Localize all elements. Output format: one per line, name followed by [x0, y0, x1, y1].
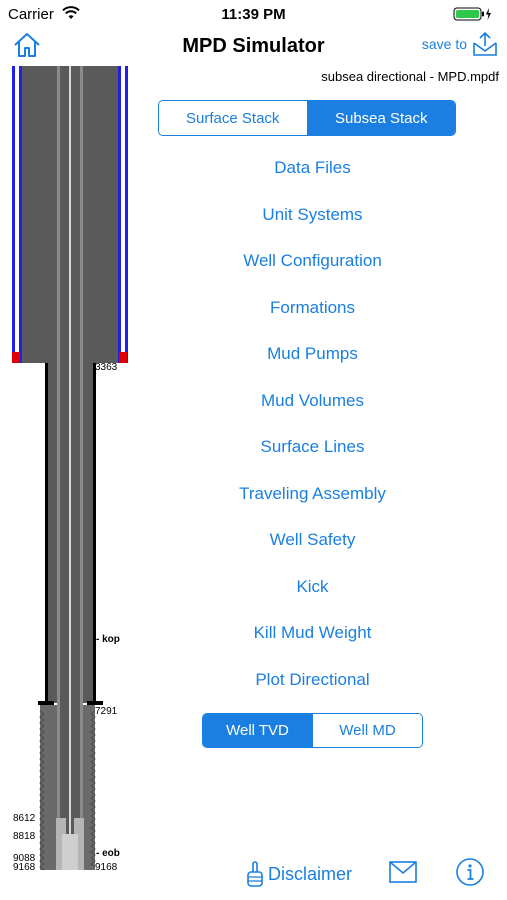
- menu-item-mud-pumps[interactable]: Mud Pumps: [267, 344, 358, 363]
- menu-item-traveling-assembly[interactable]: Traveling Assembly: [239, 484, 386, 503]
- thumbs-up-icon: [247, 861, 263, 887]
- surface-stack-option[interactable]: Surface Stack: [159, 101, 307, 135]
- menu-item-well-safety[interactable]: Well Safety: [269, 530, 356, 549]
- wifi-icon: [62, 6, 80, 25]
- menu-item-formations[interactable]: Formations: [269, 298, 356, 317]
- casing-shoe-left: [38, 701, 54, 705]
- riser-marker-left: [12, 352, 20, 363]
- depth-label: 7291: [95, 706, 118, 717]
- depth-label: 9168: [13, 862, 36, 873]
- home-icon: [14, 33, 40, 57]
- mail-button[interactable]: [389, 861, 417, 888]
- subsea-stack-option[interactable]: Subsea Stack: [306, 101, 455, 135]
- depth-label: 9168: [95, 862, 118, 873]
- menu-item-data-files[interactable]: Data Files: [274, 158, 351, 177]
- stack-segmented-control: Surface Stack Subsea Stack: [158, 100, 456, 136]
- menu-item-surface-lines[interactable]: Surface Lines: [260, 437, 365, 456]
- bottom-bar: Disclaimer: [0, 852, 507, 896]
- menu-item-plot-directional[interactable]: Plot Directional: [255, 670, 370, 689]
- depth-label: 8818: [13, 831, 36, 842]
- riser-marker-right: [119, 352, 127, 363]
- well-schematic: 3363 - kop 7291 8612 8818 - eob 9088 916…: [0, 66, 140, 877]
- menu-item-well-configuration[interactable]: Well Configuration: [243, 251, 382, 270]
- depth-label: 3363: [95, 362, 118, 373]
- nav-bar: MPD Simulator save to: [0, 28, 507, 64]
- bit: [62, 834, 78, 870]
- depth-segmented-control: Well TVD Well MD: [202, 713, 423, 748]
- well-diagram: [12, 66, 128, 871]
- battery-icon: [453, 7, 493, 26]
- share-icon: [473, 31, 497, 56]
- home-button[interactable]: [12, 30, 42, 60]
- clock: 11:39 PM: [221, 6, 286, 23]
- info-button[interactable]: [455, 857, 485, 892]
- menu-item-mud-volumes[interactable]: Mud Volumes: [261, 391, 364, 410]
- save-to-label: save to: [421, 36, 467, 52]
- disclaimer-button[interactable]: Disclaimer: [246, 860, 352, 888]
- file-name: subsea directional - MPD.mpdf: [321, 69, 499, 84]
- info-icon: [456, 858, 484, 886]
- depth-label: 9088: [13, 853, 36, 864]
- well-tvd-option[interactable]: Well TVD: [203, 714, 312, 747]
- well-md-option[interactable]: Well MD: [312, 714, 422, 747]
- menu-item-kill-mud-weight[interactable]: Kill Mud Weight: [253, 623, 372, 642]
- save-to-button[interactable]: save to: [422, 28, 499, 60]
- page-title: MPD Simulator: [182, 35, 325, 57]
- depth-label: 8612: [13, 813, 36, 824]
- eob-marker: - eob: [96, 848, 120, 859]
- mail-icon: [389, 861, 417, 883]
- status-bar: Carrier 11:39 PM: [0, 0, 507, 28]
- bha-left: [56, 818, 66, 870]
- disclaimer-label: Disclaimer: [268, 863, 353, 884]
- carrier-label: Carrier: [8, 6, 54, 23]
- kop-marker: - kop: [96, 634, 120, 645]
- drill-string-bore: [69, 66, 71, 870]
- bha-right: [74, 818, 84, 870]
- menu-item-unit-systems[interactable]: Unit Systems: [262, 205, 363, 224]
- menu-item-kick[interactable]: Kick: [296, 577, 329, 596]
- casing-shoe-right: [87, 701, 103, 705]
